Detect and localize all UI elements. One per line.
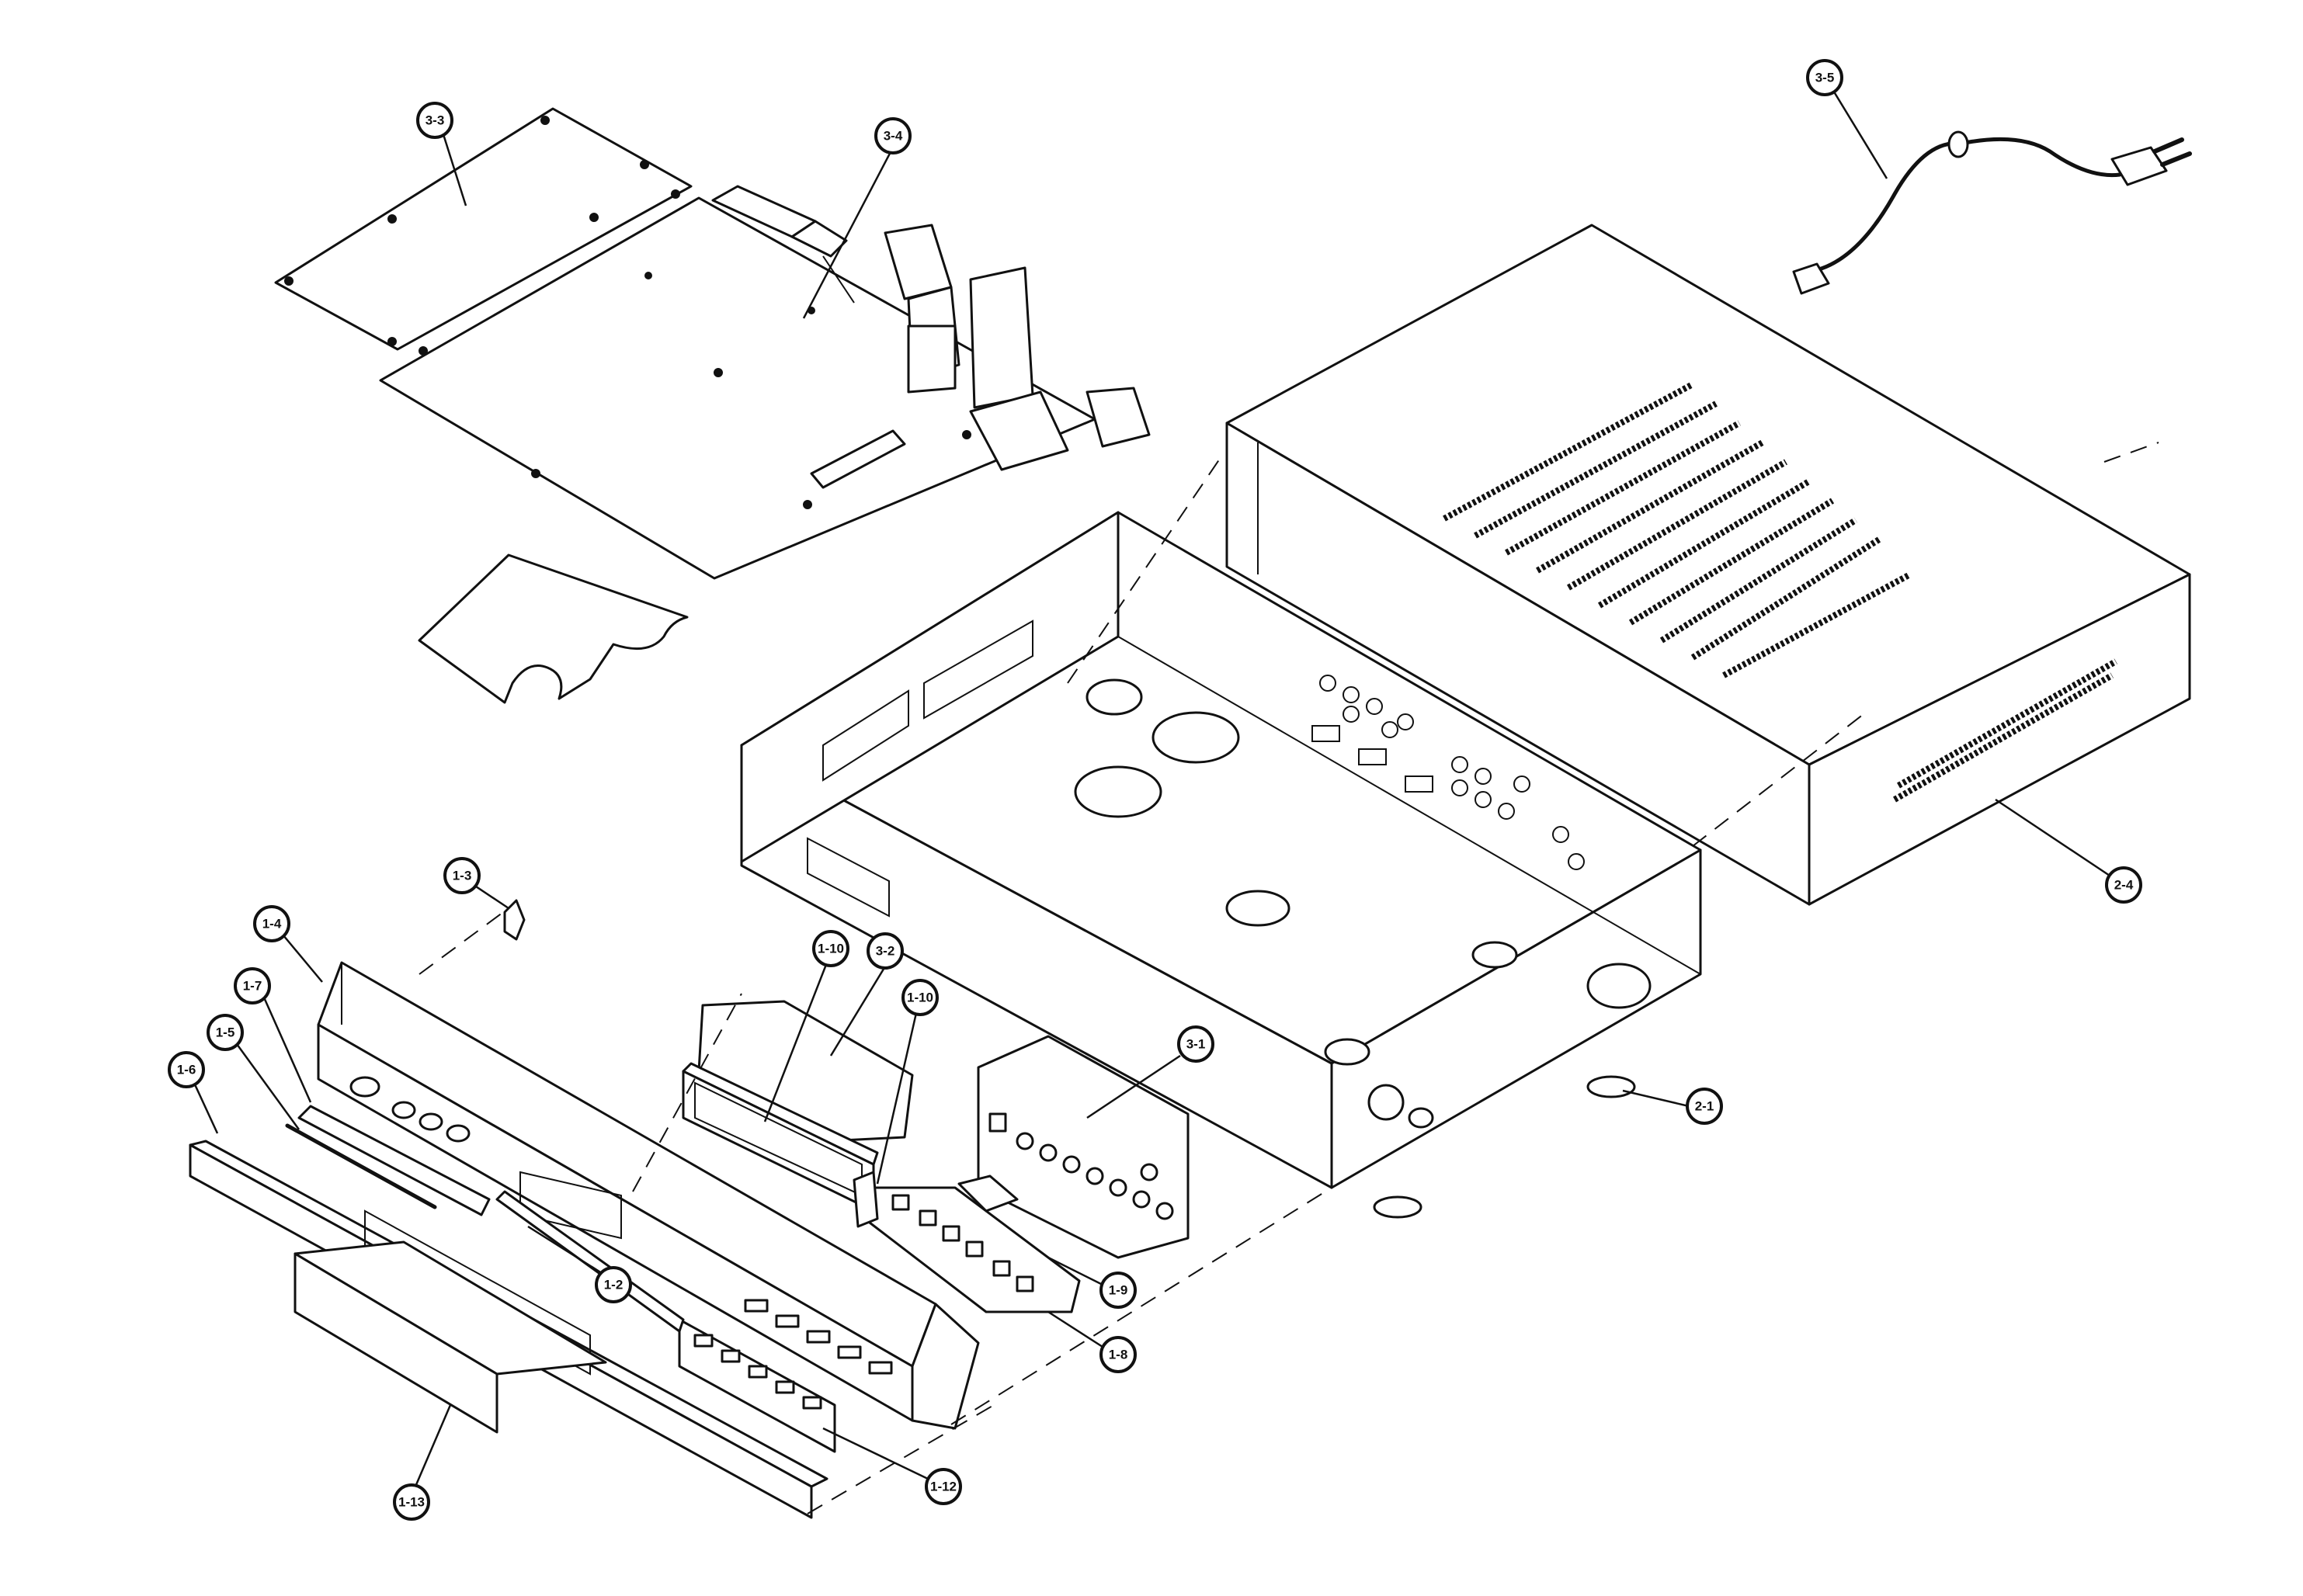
top-cover <box>1225 224 2191 906</box>
callout-3-2: 3-2 <box>867 932 904 970</box>
callout-label: 1-10 <box>907 991 933 1005</box>
callout-1-8: 1-8 <box>1099 1336 1137 1373</box>
callout-label: 1-9 <box>1109 1283 1128 1298</box>
callout-label: 3-1 <box>1186 1037 1206 1052</box>
callout-label: 3-3 <box>426 113 445 128</box>
shield-plate <box>274 107 693 356</box>
rod <box>285 1123 437 1209</box>
callout-label: 1-4 <box>262 917 282 932</box>
callout-label: 3-5 <box>1815 71 1835 85</box>
callout-label: 1-8 <box>1109 1348 1128 1362</box>
foot <box>1586 1075 1636 1098</box>
power-cord <box>1792 130 2192 295</box>
callout-1-10-left: 1-10 <box>812 930 849 967</box>
callout-1-13: 1-13 <box>393 1483 430 1521</box>
front-panel <box>317 961 980 1430</box>
callout-label: 1-13 <box>398 1495 425 1510</box>
callout-1-10-right: 1-10 <box>901 979 939 1016</box>
front-door <box>294 1240 607 1434</box>
callout-label: 1-12 <box>930 1480 957 1494</box>
insulation-sheet <box>418 553 689 704</box>
callout-1-12: 1-12 <box>925 1468 962 1505</box>
callout-1-7: 1-7 <box>234 967 271 1004</box>
callout-label: 1-2 <box>604 1278 624 1292</box>
callout-label: 3-4 <box>884 129 903 144</box>
callout-3-1: 3-1 <box>1177 1025 1214 1063</box>
callout-label: 1-3 <box>453 869 472 883</box>
callout-2-1: 2-1 <box>1686 1088 1723 1125</box>
bracket <box>503 899 526 941</box>
callout-1-6: 1-6 <box>168 1051 205 1088</box>
front-panel-buttons-right <box>744 1299 893 1375</box>
small-bracket <box>853 1171 879 1228</box>
switch-board <box>868 1174 1081 1313</box>
main-circuit-board <box>379 185 1151 580</box>
callout-label: 2-1 <box>1695 1099 1714 1114</box>
callout-label: 1-5 <box>216 1025 235 1040</box>
trim-strip <box>297 1105 491 1216</box>
callout-1-2: 1-2 <box>595 1266 632 1303</box>
callout-1-5: 1-5 <box>207 1014 244 1051</box>
callout-3-5: 3-5 <box>1806 59 1843 96</box>
callout-label: 1-7 <box>243 979 262 994</box>
assembly-guidelines <box>419 442 2159 1514</box>
leader-lines <box>193 88 2113 1487</box>
callout-1-3: 1-3 <box>443 857 481 894</box>
callout-label: 3-2 <box>876 944 895 959</box>
lower-button-block <box>678 1318 836 1453</box>
foot <box>1373 1195 1422 1219</box>
callout-1-4: 1-4 <box>253 905 290 942</box>
rear-jack-board <box>977 1035 1190 1259</box>
display-board <box>682 1000 914 1213</box>
callout-1-9: 1-9 <box>1099 1272 1137 1309</box>
callout-label: 1-10 <box>818 942 844 956</box>
main-chassis <box>740 511 1702 1189</box>
rear-jack-holes <box>1311 675 1585 870</box>
callout-3-4: 3-4 <box>874 117 912 154</box>
callout-2-4: 2-4 <box>2105 866 2142 904</box>
callout-label: 2-4 <box>2114 878 2134 893</box>
callout-label: 1-6 <box>177 1063 196 1077</box>
callout-3-3: 3-3 <box>416 102 453 139</box>
cover-vents <box>1443 381 2117 803</box>
front-panel-controls-left <box>349 1076 471 1143</box>
